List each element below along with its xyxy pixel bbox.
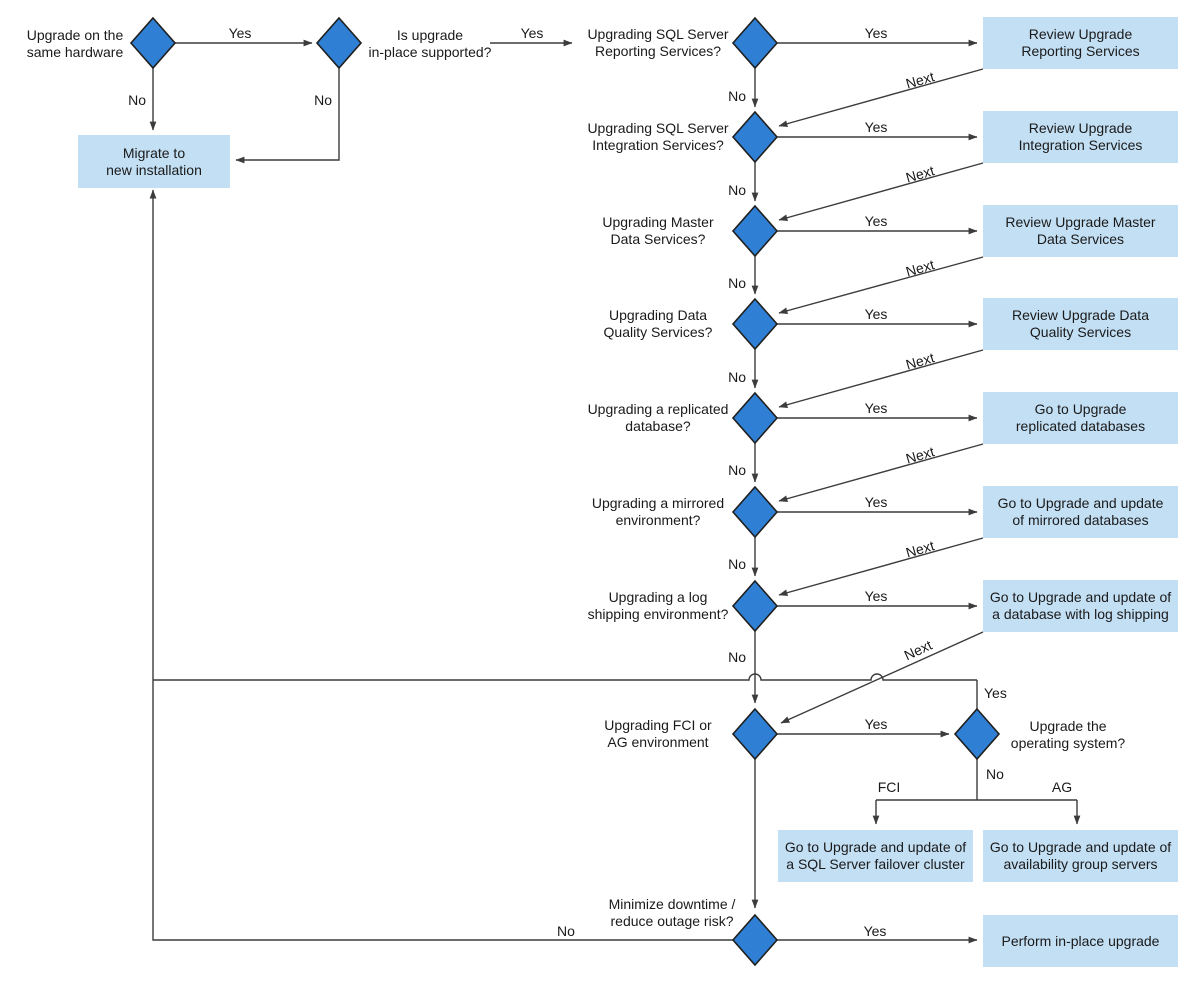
question-label-master-data: Upgrading Master Data Services?: [602, 214, 714, 247]
decision-os-upgrade: [953, 707, 1001, 761]
question-label-fci-ag: Upgrading FCI or AG environment: [604, 717, 712, 750]
question-label-integration: Upgrading SQL Server Integration Service…: [587, 120, 729, 153]
decision-master-data: [731, 204, 779, 258]
decision-log-shipping: [731, 579, 779, 633]
question-label-inplace: Is upgrade in-place supported?: [368, 27, 492, 60]
question-label-os-upgrade: Upgrade the operating system?: [1010, 718, 1126, 751]
edge-label-no: No: [557, 923, 575, 939]
edge-label-no: No: [728, 88, 746, 104]
action-box-reporting: Review Upgrade Reporting Services: [983, 17, 1178, 69]
edge-label-yes: Yes: [864, 306, 888, 322]
question-label-reporting: Upgrading SQL Server Reporting Services?: [587, 26, 729, 59]
action-box-log-shipping: Go to Upgrade and update of a database w…: [983, 580, 1178, 632]
edge-label-yes: Yes: [864, 119, 888, 135]
action-box-perform-inplace: Perform in-place upgrade: [983, 915, 1178, 967]
edge-label-no: No: [728, 649, 746, 665]
decision-mirrored: [731, 485, 779, 539]
decision-data-quality: [731, 297, 779, 351]
edge-label-yes: Yes: [520, 25, 544, 41]
action-box-integration: Review Upgrade Integration Services: [983, 111, 1178, 163]
edge-label-no: No: [728, 369, 746, 385]
edge-label-no: No: [986, 766, 1004, 782]
action-box-mirrored: Go to Upgrade and update of mirrored dat…: [983, 486, 1178, 538]
edge-label-no: No: [728, 556, 746, 572]
edge-label-yes: Yes: [864, 400, 888, 416]
action-box-failover-cluster: Go to Upgrade and update of a SQL Server…: [778, 830, 973, 882]
decision-diamonds: [129, 16, 1001, 967]
action-box-replicated: Go to Upgrade replicated databases: [983, 392, 1178, 444]
question-label-replicated: Upgrading a replicated database?: [587, 401, 729, 434]
action-box-migrate: Migrate to new installation: [78, 135, 230, 188]
edge-label-no: No: [314, 92, 332, 108]
edge-label-no: No: [128, 92, 146, 108]
decision-fci-ag: [731, 707, 779, 761]
edge-label-yes: Yes: [864, 213, 888, 229]
edge-label-yes: Yes: [864, 494, 888, 510]
decision-same-hardware: [129, 16, 177, 70]
edge-label-no: No: [728, 275, 746, 291]
edge-label-ag: AG: [1051, 779, 1073, 795]
start-label: Upgrade on the same hardware: [26, 27, 124, 60]
decision-inplace: [315, 16, 363, 70]
edge-label-fci: FCI: [877, 779, 901, 795]
edge-label-no: No: [728, 462, 746, 478]
edge-label-yes: Yes: [984, 685, 1007, 701]
edge-label-yes: Yes: [863, 923, 887, 939]
question-label-data-quality: Upgrading Data Quality Services?: [603, 307, 713, 340]
edge-label-yes: Yes: [864, 25, 888, 41]
edge-label-yes: Yes: [864, 716, 888, 732]
edge-label-yes: Yes: [228, 25, 252, 41]
question-label-min-downtime: Minimize downtime / reduce outage risk?: [608, 896, 736, 929]
decision-min-downtime: [731, 913, 779, 967]
edges: [149, 39, 1081, 944]
decision-integration: [731, 110, 779, 164]
decision-reporting: [731, 16, 779, 70]
question-label-mirrored: Upgrading a mirrored environment?: [591, 495, 725, 528]
action-box-data-quality: Review Upgrade Data Quality Services: [983, 298, 1178, 350]
action-box-master-data: Review Upgrade Master Data Services: [983, 205, 1178, 257]
question-label-log-shipping: Upgrading a log shipping environment?: [587, 589, 729, 622]
decision-replicated: [731, 391, 779, 445]
edge-label-no: No: [728, 182, 746, 198]
action-box-availability-group: Go to Upgrade and update of availability…: [983, 830, 1178, 882]
edge-label-yes: Yes: [864, 588, 888, 604]
